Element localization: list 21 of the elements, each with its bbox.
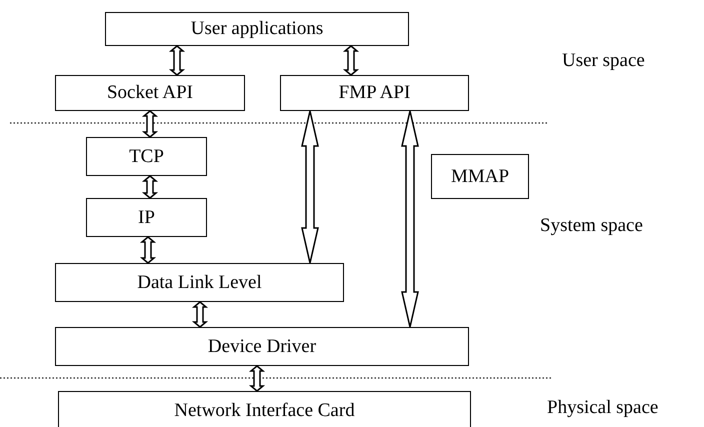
- layer-box: Network Interface Card: [58, 391, 471, 427]
- double-arrow: [342, 45, 360, 76]
- layer-box: Device Driver: [55, 327, 469, 366]
- double-arrow: [192, 301, 208, 328]
- double-arrow: [301, 110, 319, 264]
- double-arrow: [140, 236, 156, 264]
- double-arrow: [142, 175, 158, 199]
- region-label: User space: [562, 50, 645, 72]
- layer-box: Socket API: [55, 75, 245, 111]
- double-arrow: [142, 110, 158, 138]
- double-arrow: [248, 365, 266, 392]
- double-arrow: [168, 45, 186, 76]
- layer-box: Data Link Level: [55, 263, 344, 302]
- layer-box: FMP API: [280, 75, 469, 111]
- region-label: Physical space: [547, 397, 658, 419]
- layer-box: User applications: [105, 12, 409, 46]
- double-arrow: [401, 110, 419, 328]
- region-label: System space: [540, 215, 643, 237]
- layer-box: TCP: [86, 137, 207, 176]
- layer-box: MMAP: [431, 154, 529, 199]
- layer-box: IP: [86, 198, 207, 237]
